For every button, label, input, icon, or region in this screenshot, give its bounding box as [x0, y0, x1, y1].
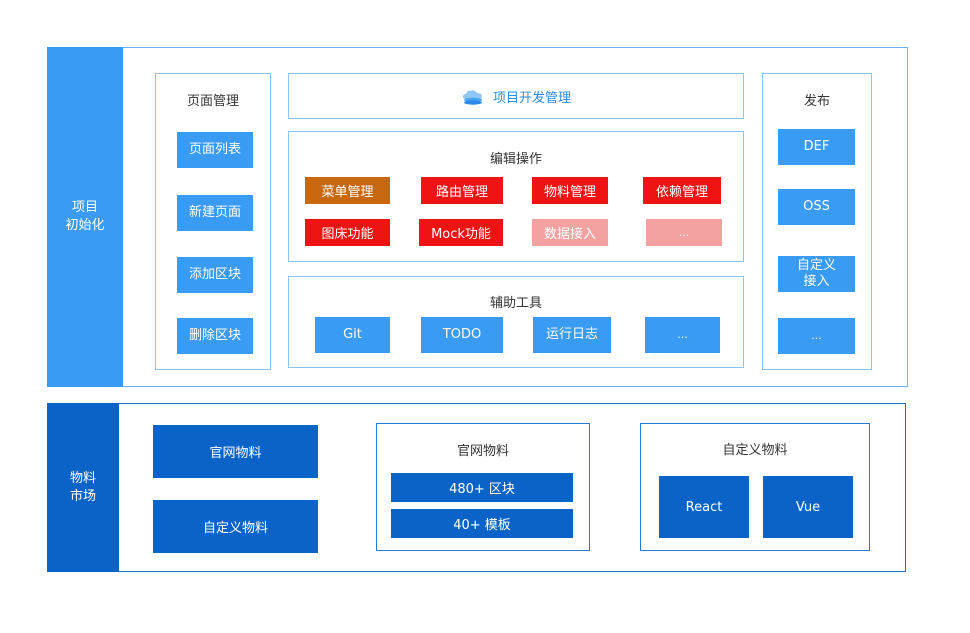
custom-material-title: 自定义物料: [722, 443, 788, 458]
menu-management-button[interactable]: 菜单管理: [305, 177, 390, 204]
oss-button[interactable]: OSS: [778, 189, 855, 225]
dependency-management-button[interactable]: 依赖管理: [643, 177, 721, 204]
official-material-title: 官网物料: [456, 444, 509, 459]
publish-title: 发布: [803, 94, 830, 109]
project-dev-header: 项目开发管理: [288, 73, 744, 119]
aux-more-button[interactable]: ...: [645, 317, 720, 353]
run-log-button[interactable]: 运行日志: [533, 317, 611, 353]
project-dev-title: 项目开发管理: [492, 90, 571, 106]
custom-material-button[interactable]: 自定义物料: [153, 500, 318, 553]
cloud-stack-icon: [462, 90, 482, 105]
image-hosting-button[interactable]: 图床功能: [305, 219, 390, 246]
mock-function-button[interactable]: Mock功能: [419, 219, 503, 246]
new-page-button[interactable]: 新建页面: [177, 195, 253, 231]
data-access-button[interactable]: 数据接入: [532, 219, 608, 246]
blocks-count-button[interactable]: 480+ 区块: [391, 473, 573, 502]
page-list-button[interactable]: 页面列表: [177, 132, 253, 168]
material-market-label: 物料 市场: [47, 403, 119, 572]
route-management-button[interactable]: 路由管理: [421, 177, 503, 204]
edit-more-button[interactable]: ...: [646, 219, 722, 246]
custom-access-button[interactable]: 自定义 接入: [778, 256, 855, 292]
project-init-label: 项目 初始化: [47, 47, 123, 387]
aux-tools-title: 辅助工具: [489, 296, 542, 311]
publish-more-button[interactable]: ...: [778, 318, 855, 354]
vue-button[interactable]: Vue: [763, 476, 853, 538]
def-button[interactable]: DEF: [778, 129, 855, 165]
templates-count-button[interactable]: 40+ 模板: [391, 509, 573, 538]
git-button[interactable]: Git: [315, 317, 390, 353]
delete-block-button[interactable]: 删除区块: [177, 318, 253, 354]
page-management-title: 页面管理: [186, 94, 239, 109]
add-block-button[interactable]: 添加区块: [177, 257, 253, 293]
material-management-button[interactable]: 物料管理: [532, 177, 608, 204]
todo-button[interactable]: TODO: [421, 317, 503, 353]
react-button[interactable]: React: [659, 476, 749, 538]
official-material-button[interactable]: 官网物料: [153, 425, 318, 478]
edit-operations-title: 编辑操作: [489, 152, 542, 167]
